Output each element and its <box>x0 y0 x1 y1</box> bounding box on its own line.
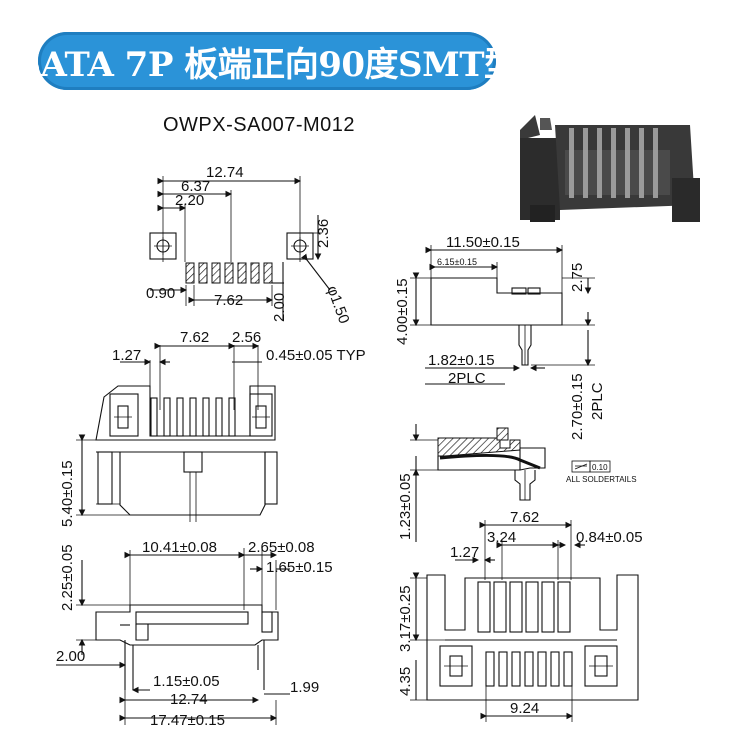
dim-rb-3-17: 3.17±0.25 <box>397 585 414 652</box>
dim-front-1-27: 1.27 <box>112 347 141 364</box>
dim-side-11-50: 11.50±0.15 <box>446 234 520 251</box>
dim-side-4-00: 4.00±0.15 <box>394 278 411 345</box>
top-view: 12.74 6.37 2.20 2.36 0.90 7.62 2.00 φ1.5… <box>146 164 353 326</box>
dim-bot-1-99: 1.99 <box>290 679 319 696</box>
dim-sec-coplanarity: 0.10 <box>592 463 608 472</box>
dim-sec-1-23: 1.23±0.05 <box>397 473 414 540</box>
dim-bot-10-41: 10.41±0.08 <box>142 539 217 556</box>
dim-top-12-74: 12.74 <box>206 164 244 181</box>
dim-side-2-75: 2.75 <box>569 263 586 292</box>
right-bottom-view: 7.62 3.24 0.84±0.05 1.27 3.17±0.25 4.35 … <box>397 509 643 722</box>
connector-photo <box>515 114 700 226</box>
dim-side-2plc-b: 2PLC <box>589 382 606 420</box>
dim-rb-7-62: 7.62 <box>510 509 539 526</box>
dim-bot-1-15: 1.15±0.05 <box>153 673 220 690</box>
dim-front-7-62: 7.62 <box>180 329 209 346</box>
dim-top-7-62: 7.62 <box>214 292 243 309</box>
dim-rb-1-27: 1.27 <box>450 544 479 561</box>
title-banner: SATA 7P 板端正向90度SMT型 <box>16 32 518 90</box>
side-view: 11.50±0.15 6.15±0.15 2.75 4.00±0.15 1.82… <box>394 234 606 440</box>
dim-bot-12-74: 12.74 <box>170 691 208 708</box>
dim-top-2-36: 2.36 <box>315 219 332 248</box>
model-number: OWPX-SA007-M012 <box>163 114 356 136</box>
bottom-view: 10.41±0.08 2.65±0.08 1.65±0.15 2.25±0.05… <box>56 539 333 729</box>
dim-top-0-90: 0.90 <box>146 285 175 302</box>
dim-side-1-82: 1.82±0.15 <box>428 352 495 369</box>
dim-bot-2-65: 2.65±0.08 <box>248 539 315 556</box>
dim-top-phi-1-50: φ1.50 <box>323 284 352 326</box>
dim-side-2plc-a: 2PLC <box>448 370 486 387</box>
dim-top-2-00: 2.00 <box>271 293 288 322</box>
front-view: 7.62 2.56 1.27 0.45±0.05 TYP 5.40±0.15 <box>59 329 366 527</box>
page-title: SATA 7P 板端正向90度SMT型 <box>16 44 518 85</box>
dim-bot-17-47: 17.47±0.15 <box>150 712 225 729</box>
dim-bot-2-25: 2.25±0.05 <box>59 544 76 611</box>
dim-bot-1-65: 1.65±0.15 <box>266 559 333 576</box>
dim-bot-2-00: 2.00 <box>56 648 85 665</box>
section-view: 0.10 ALL SOLDERTAILS 1.23±0.05 <box>397 424 637 542</box>
dim-side-2-70: 2.70±0.15 <box>569 373 586 440</box>
dim-rb-3-24: 3.24 <box>487 529 516 546</box>
dim-sec-all-soldertails: ALL SOLDERTAILS <box>566 475 637 484</box>
dim-rb-0-84: 0.84±0.05 <box>576 529 643 546</box>
dim-rb-4-35: 4.35 <box>397 667 414 696</box>
dim-rb-9-24: 9.24 <box>510 700 539 717</box>
dim-top-6-37: 6.37 <box>181 178 210 195</box>
dim-front-045-typ: 0.45±0.05 TYP <box>266 347 366 364</box>
dim-side-6-15: 6.15±0.15 <box>437 257 477 267</box>
dim-top-2-20: 2.20 <box>175 192 204 209</box>
dim-front-5-40: 5.40±0.15 <box>59 460 76 527</box>
dim-front-2-56: 2.56 <box>232 329 261 346</box>
